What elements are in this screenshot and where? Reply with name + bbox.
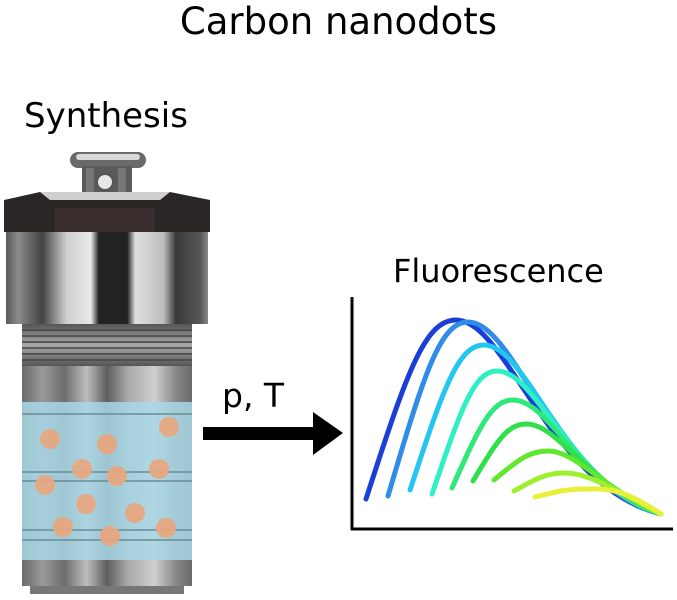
reactor-cap xyxy=(6,232,208,324)
nanodot xyxy=(100,526,120,546)
fluorescence-curve xyxy=(532,486,664,517)
nanodot xyxy=(97,434,117,454)
nanodot xyxy=(40,429,60,449)
nanodot xyxy=(159,417,179,437)
figure-title: Carbon nanodots xyxy=(179,0,498,43)
nanodot xyxy=(107,466,127,486)
right-arrow-icon xyxy=(203,412,343,455)
nanodot xyxy=(149,459,169,479)
reactor-threads xyxy=(22,324,192,366)
autoclave-reactor-icon xyxy=(4,152,210,594)
nanodot xyxy=(125,503,145,523)
nanodot xyxy=(156,518,176,538)
reaction-conditions-label: p, T xyxy=(222,376,285,415)
nanodot xyxy=(76,494,96,514)
fluorescence-label: Fluorescence xyxy=(393,252,604,290)
nanodot xyxy=(53,517,73,537)
fluorescence-curve xyxy=(407,342,664,517)
nanodot xyxy=(72,459,92,479)
nanodot xyxy=(35,475,55,495)
fluorescence-plot xyxy=(350,297,673,531)
synthesis-label: Synthesis xyxy=(24,96,188,136)
